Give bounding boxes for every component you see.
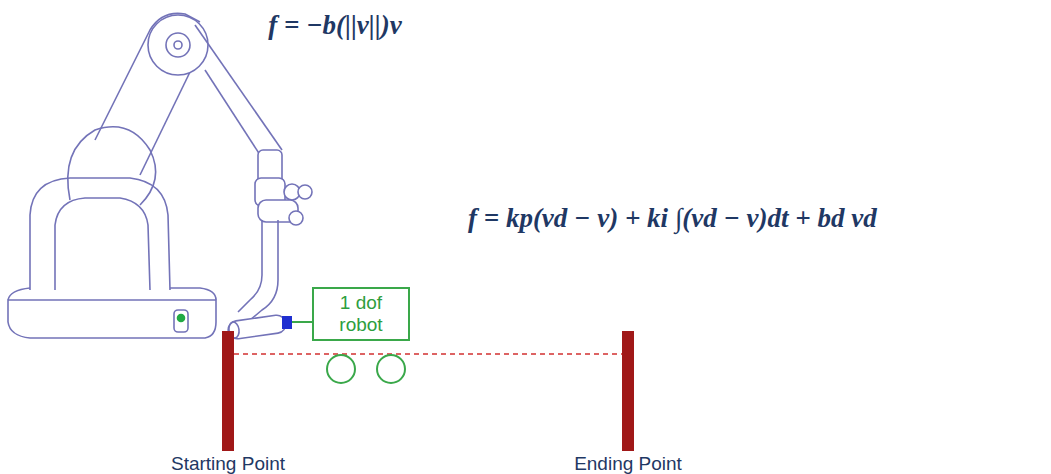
- robot-arm: [8, 13, 312, 340]
- attachment-wire: [292, 321, 313, 323]
- wheel: [327, 355, 355, 383]
- wheel: [377, 355, 405, 383]
- end-label: Ending Point: [574, 453, 682, 474]
- start-label: Starting Point: [171, 453, 285, 474]
- damping-formula: f = −b(||v||)v: [268, 10, 401, 41]
- end-effector: [282, 316, 292, 329]
- box-text: 1 dof robot: [321, 292, 401, 336]
- start-bar: [222, 331, 234, 451]
- path-line: [234, 353, 622, 355]
- end-bar: [622, 331, 634, 451]
- controller-formula: f = kp(vd − v) + ki ∫(vd − v)dt + bd vd: [468, 203, 877, 234]
- robot-box: 1 dof robot: [312, 287, 410, 341]
